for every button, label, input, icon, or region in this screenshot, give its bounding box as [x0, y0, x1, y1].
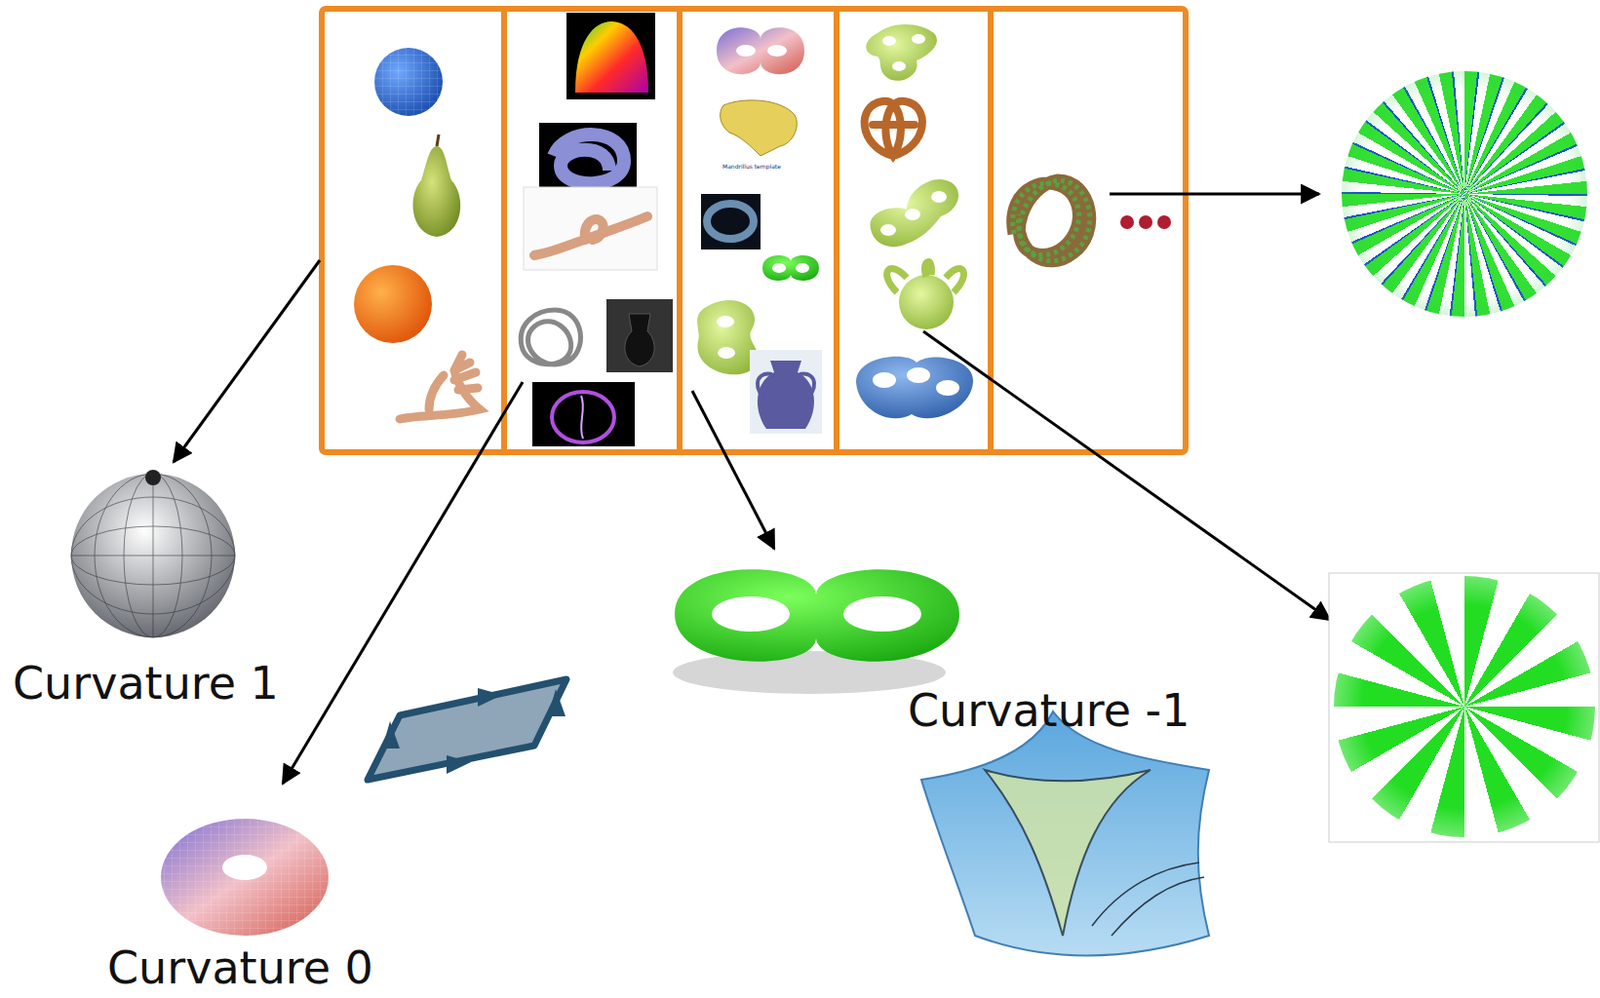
image-caption: Mandrillus template	[722, 163, 781, 170]
curvature-label: Curvature 1	[12, 661, 279, 706]
curvature-label: Curvature -1	[907, 688, 1190, 734]
hyperbolic-tiling	[1341, 71, 1588, 317]
curvature-label: Curvature 0	[107, 945, 374, 991]
hyperbolic-tiling	[1333, 576, 1596, 838]
